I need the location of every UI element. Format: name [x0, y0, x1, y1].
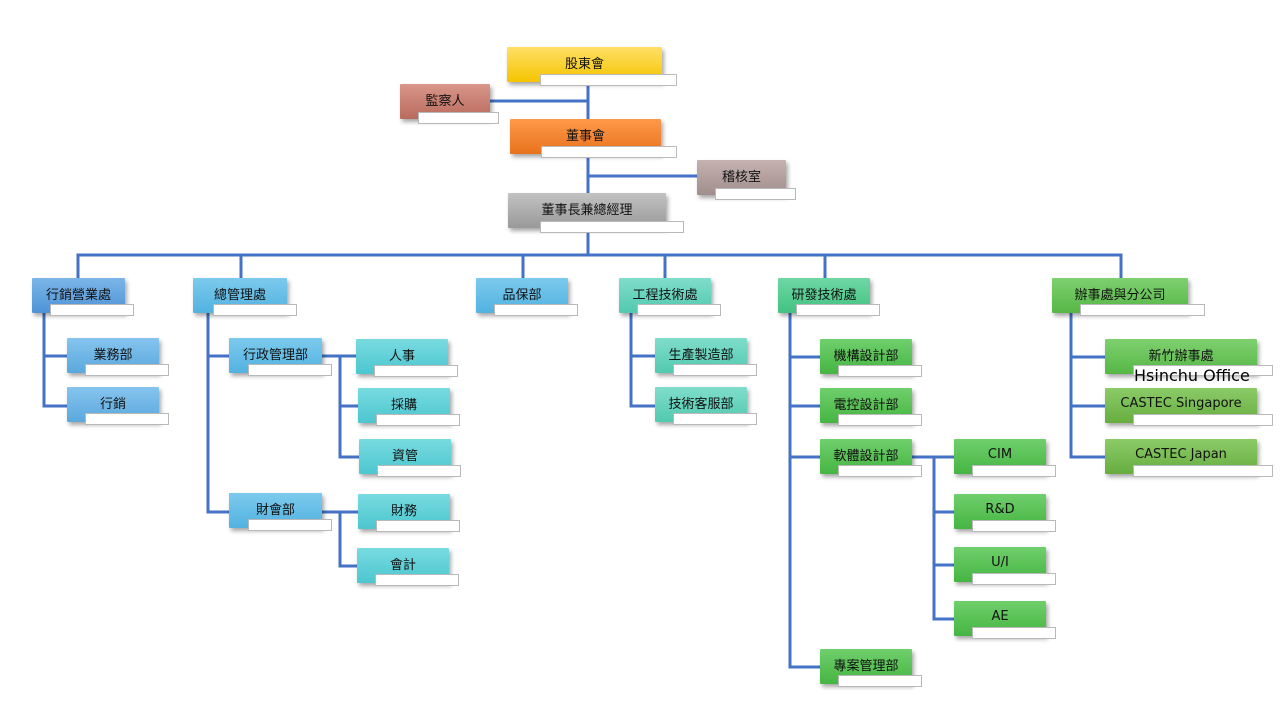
node-label: 人事	[388, 349, 415, 364]
node-tab	[1080, 304, 1205, 316]
node-label: 行銷營業處	[45, 288, 111, 303]
node-tab	[540, 74, 677, 86]
node-tab	[50, 304, 134, 316]
node-tab	[375, 574, 459, 586]
node-tab: Hsinchu Office	[1133, 365, 1273, 385]
node-hr: 人事	[356, 339, 448, 374]
node-tab	[972, 573, 1056, 585]
node-label: 採購	[390, 398, 417, 413]
node-tab	[541, 146, 677, 158]
node-label: 品保部	[502, 288, 542, 303]
node-label: 電控設計部	[833, 398, 899, 413]
node-label: 專案管理部	[833, 659, 899, 674]
node-label: CASTEC Japan	[1135, 447, 1227, 462]
node-label: R&D	[985, 502, 1015, 517]
node-label: 會計	[389, 558, 416, 573]
node-tab	[376, 414, 460, 426]
node-tab	[85, 364, 169, 376]
node-label: 財會部	[255, 503, 295, 518]
node-label: 工程技術處	[632, 288, 698, 303]
node-tab	[494, 304, 578, 316]
node-tab	[838, 675, 922, 687]
node-label: 資管	[391, 449, 418, 464]
node-label: 總管理處	[213, 288, 266, 303]
node-rd-tech: 研發技術處	[778, 278, 870, 313]
node-label: 技術客服部	[668, 397, 734, 412]
node-label: 稽核室	[721, 170, 761, 185]
node-tab	[377, 465, 461, 477]
node-tab	[248, 364, 332, 376]
node-label: 辦事處與分公司	[1074, 288, 1166, 303]
node-label: 監察人	[425, 94, 465, 109]
node-label: CASTEC Singapore	[1120, 396, 1242, 411]
node-tab	[796, 304, 880, 316]
node-tab	[838, 365, 922, 377]
node-software-design: 軟體設計部	[820, 439, 912, 474]
node-label: CIM	[987, 447, 1013, 462]
node-sublabel: Hsinchu Office	[1134, 366, 1250, 385]
node-label: 業務部	[93, 348, 133, 363]
node-tab	[1133, 465, 1273, 477]
node-tab	[673, 364, 757, 376]
node-tab	[637, 304, 721, 316]
node-tab	[213, 304, 297, 316]
node-label: 研發技術處	[791, 288, 857, 303]
node-tab	[838, 465, 922, 477]
node-tab	[376, 520, 460, 532]
node-tab	[972, 520, 1056, 532]
node-label: U/I	[991, 555, 1009, 570]
node-tab	[540, 221, 684, 233]
node-tab	[248, 519, 332, 531]
node-tab	[972, 465, 1056, 477]
node-label: 董事長兼總經理	[541, 203, 633, 218]
node-label: 行政管理部	[242, 348, 308, 363]
node-tab	[1133, 414, 1273, 426]
node-label: 股東會	[564, 57, 604, 72]
node-tab	[715, 188, 796, 200]
node-electrical-design: 電控設計部	[820, 388, 912, 423]
node-tab	[374, 365, 458, 377]
node-tab	[673, 413, 757, 425]
node-label: 新竹辦事處	[1148, 349, 1214, 364]
node-tab	[838, 414, 922, 426]
node-label: AE	[991, 609, 1009, 624]
node-tab	[418, 112, 499, 124]
node-label: 行銷	[99, 397, 126, 412]
node-tab	[85, 413, 169, 425]
node-label: 財務	[390, 504, 417, 519]
node-tab	[972, 627, 1056, 639]
node-label: 董事會	[565, 129, 605, 144]
node-label: 機構設計部	[833, 349, 899, 364]
node-label: 軟體設計部	[833, 449, 899, 464]
node-label: 生產製造部	[668, 348, 734, 363]
